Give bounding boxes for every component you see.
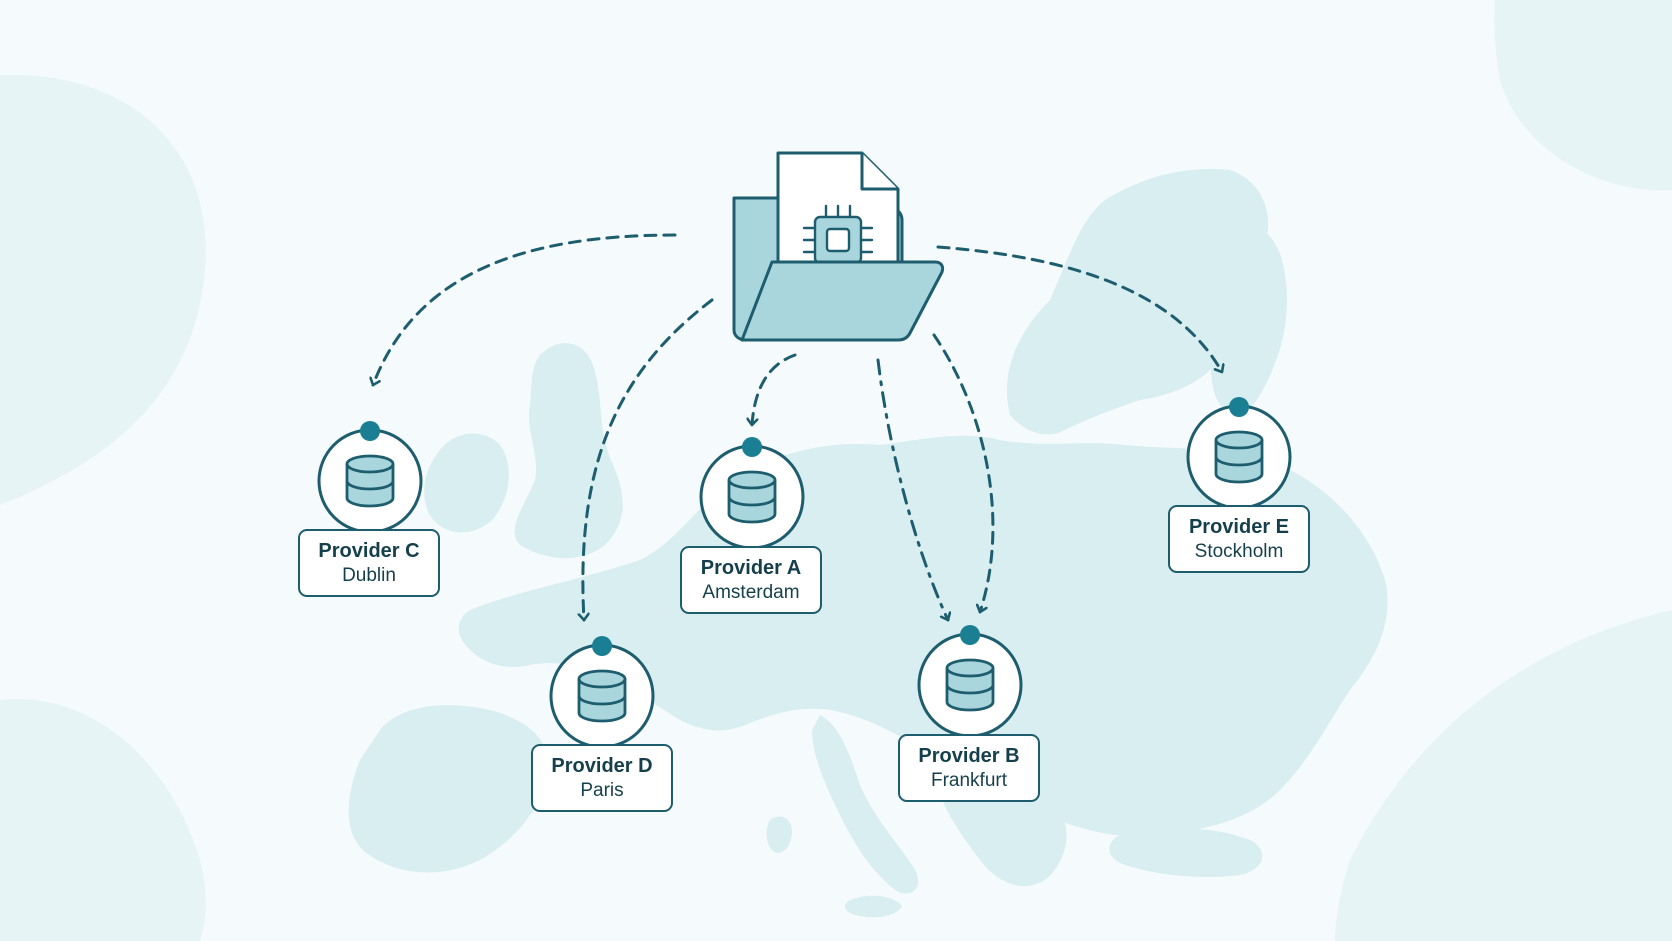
provider-c-name: Provider C (318, 540, 420, 563)
provider-b-name: Provider B (918, 745, 1020, 768)
database-icon (577, 669, 627, 723)
provider-b-connector-dot (960, 625, 980, 645)
arrow-to-provider-c (373, 233, 677, 387)
chip-icon (802, 204, 874, 276)
folder-file-chip-icon (732, 151, 945, 342)
provider-d-label: Provider D Paris (531, 744, 673, 812)
provider-d-name: Provider D (551, 755, 653, 778)
provider-c-city: Dublin (342, 564, 396, 586)
map-scandinavia (1006, 168, 1269, 435)
background-blob-bottom-left (0, 699, 206, 941)
arrow-to-provider-d (583, 298, 714, 622)
provider-e-city: Stockholm (1194, 540, 1284, 562)
provider-a-name: Provider A (700, 557, 802, 580)
database-icon (1214, 430, 1264, 484)
provider-e-connector-dot (1229, 397, 1249, 417)
map-iberia (348, 705, 550, 873)
database-icon (945, 658, 995, 712)
map-corsica (766, 816, 792, 853)
provider-a-connector-dot (742, 437, 762, 457)
provider-a-city: Amsterdam (702, 581, 800, 603)
connectors (373, 233, 1222, 622)
map-sicily (844, 895, 902, 918)
provider-c-connector-dot (360, 421, 380, 441)
provider-e-name: Provider E (1188, 516, 1290, 539)
provider-c-label: Provider C Dublin (298, 529, 440, 597)
background-blob-left (0, 74, 206, 505)
arrow-to-provider-e (936, 245, 1222, 374)
background-blob-bottom-right (1335, 610, 1672, 941)
document-fold (860, 153, 898, 191)
provider-a-label: Provider A Amsterdam (680, 546, 822, 614)
arrow-to-provider-b (932, 333, 995, 614)
provider-d-connector-dot (592, 636, 612, 656)
provider-d-city: Paris (580, 779, 624, 801)
europe-map (348, 168, 1388, 918)
map-mainland (458, 435, 1388, 837)
arrow-to-provider-b-dashdot (876, 358, 948, 622)
folder-front (740, 260, 945, 342)
database-icon (727, 470, 777, 524)
provider-e-label: Provider E Stockholm (1168, 505, 1310, 573)
provider-b-label: Provider B Frankfurt (898, 734, 1040, 802)
map-finland (1210, 222, 1288, 414)
background-blob-top-right (1494, 0, 1672, 191)
arrow-to-provider-a (752, 353, 797, 427)
map-great-britain (514, 343, 623, 559)
provider-b-city: Frankfurt (930, 769, 1008, 791)
map-ireland (424, 433, 509, 533)
database-icon (345, 454, 395, 508)
map-turkey (1109, 828, 1263, 877)
map-italy (812, 715, 919, 894)
